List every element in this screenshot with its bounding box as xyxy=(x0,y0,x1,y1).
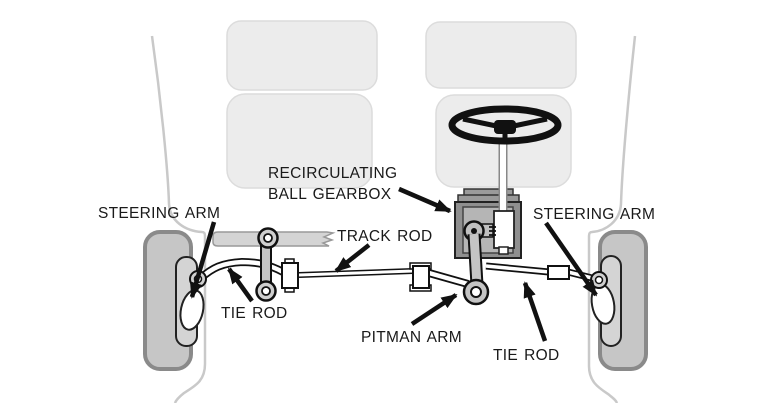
arrow-steering-arm-left xyxy=(189,221,217,299)
steering-wheel xyxy=(448,105,562,145)
label-gearbox-line1: RECIRCULATING xyxy=(268,165,398,182)
adjuster-sleeve-left xyxy=(281,258,299,293)
label-gearbox-line2: BALL GEARBOX xyxy=(268,186,392,203)
idler-arm xyxy=(255,227,279,302)
arrow-tie-rod-left xyxy=(227,267,254,303)
seat-left xyxy=(226,20,378,189)
arrow-steering-arm-right xyxy=(544,221,598,297)
body-outline-right xyxy=(587,35,637,403)
track-rod-part xyxy=(298,262,597,288)
label-steering-arm-right: STEERING ARM xyxy=(533,206,656,223)
label-tie-rod-right: TIE ROD xyxy=(493,347,560,364)
adjuster-sleeve-right xyxy=(547,265,570,280)
body-outline-left xyxy=(150,35,207,403)
ball-joint-right xyxy=(590,271,608,289)
arrow-pitman-arm xyxy=(410,293,458,326)
pitman-arm-part xyxy=(462,233,490,306)
arrow-track-rod xyxy=(334,243,371,273)
label-steering-arm-left: STEERING ARM xyxy=(98,205,221,222)
arrow-tie-rod-right xyxy=(522,281,548,342)
arrow-gearbox xyxy=(398,186,452,214)
label-pitman-arm: PITMAN ARM xyxy=(361,329,462,346)
label-gearbox: RECIRCULATING BALL GEARBOX xyxy=(268,163,397,205)
label-tie-rod-left: TIE ROD xyxy=(221,305,288,322)
label-track-rod: TRACK ROD xyxy=(337,228,433,245)
adjuster-sleeve-center xyxy=(409,262,432,292)
